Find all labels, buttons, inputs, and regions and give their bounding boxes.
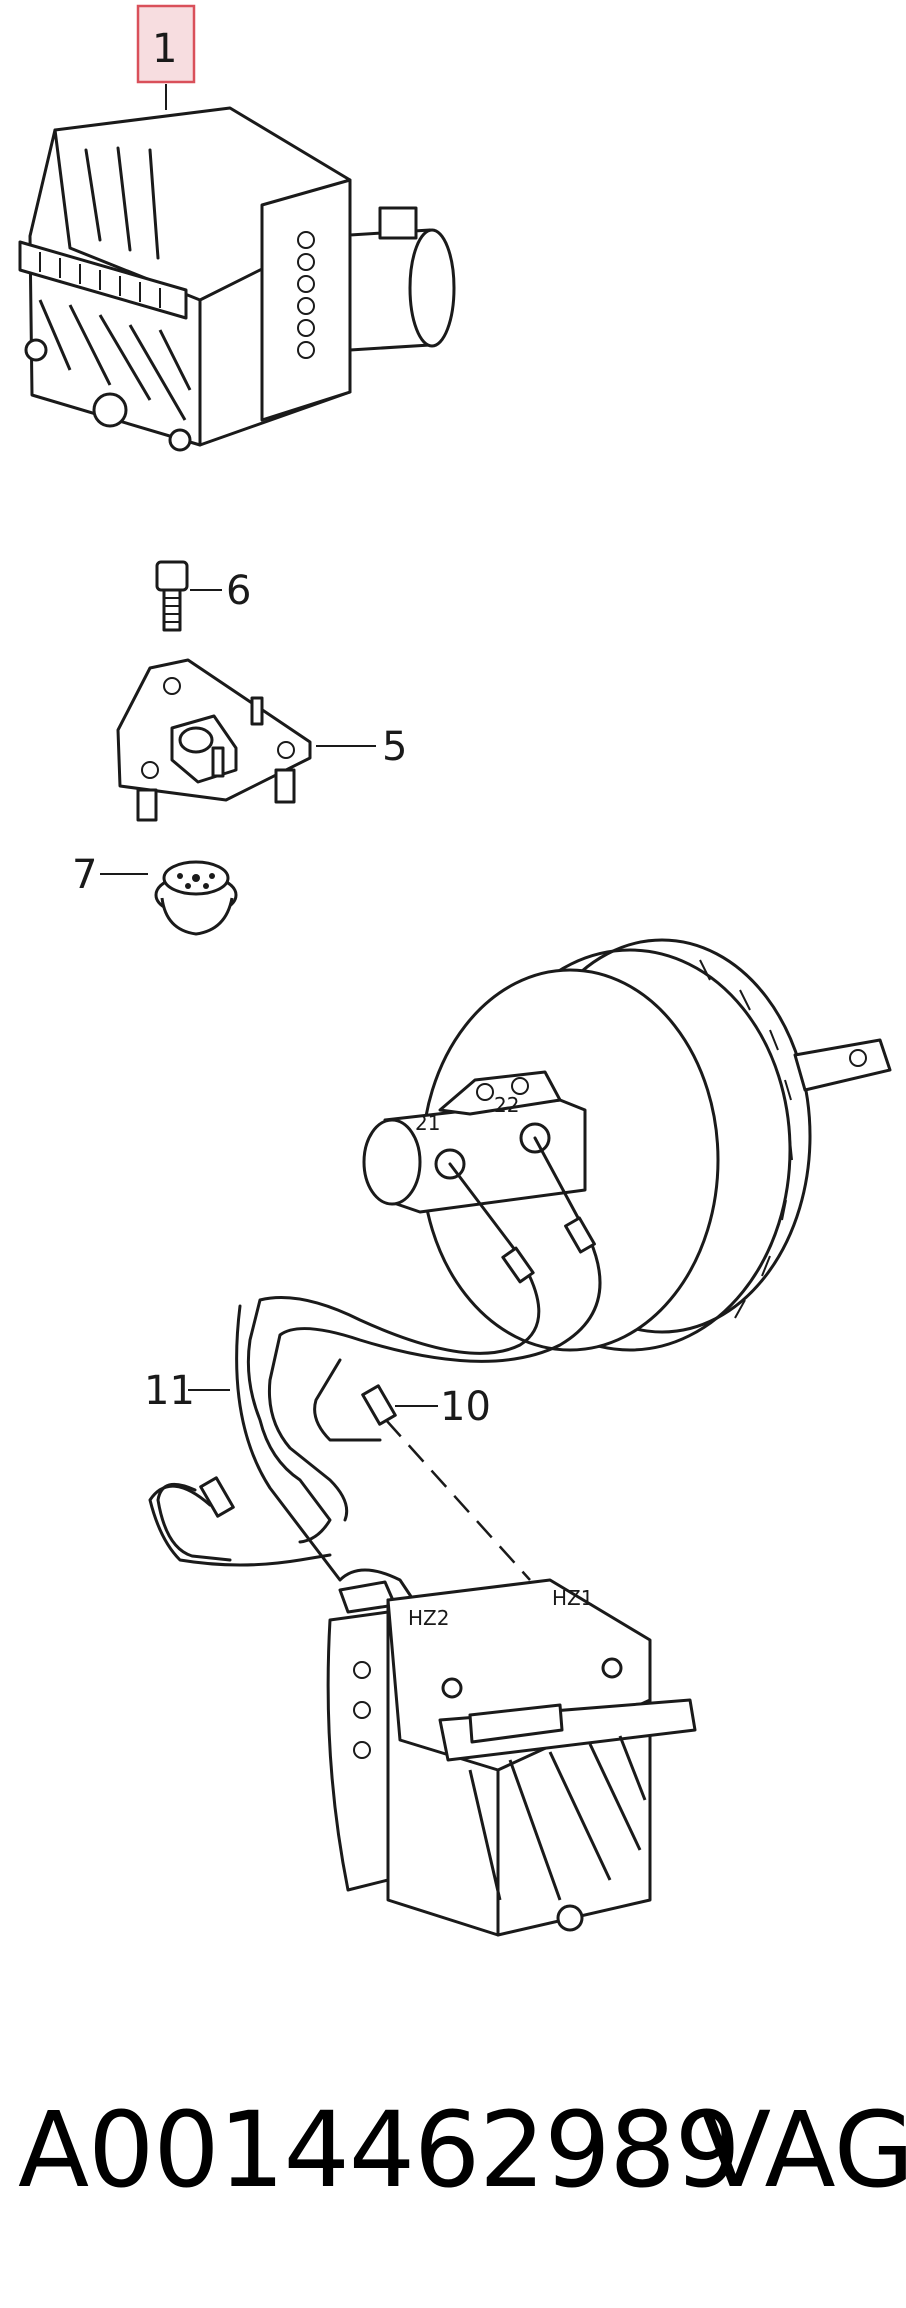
part-number: A0014462989 <box>18 2089 741 2211</box>
part-10-fitting: 10 <box>361 1384 491 1430</box>
callout-1-highlight <box>136 4 196 84</box>
callout-6-label: 6 <box>226 568 251 614</box>
hz2-label: HZ2 <box>408 1606 449 1630</box>
part-1-hatching <box>38 299 192 421</box>
part-5-bracket: 5 <box>116 658 407 822</box>
callout-22-label: 22 <box>494 1093 519 1117</box>
callout-10-label: 10 <box>440 1384 491 1430</box>
callout-21-label: 21 <box>415 1111 440 1135</box>
lower-unit-hatching <box>468 1735 647 1901</box>
part-6-bolt: 6 <box>155 560 251 632</box>
hz1-label: HZ1 <box>552 1586 593 1610</box>
hydraulic-unit-lower: HZ2 HZ1 <box>326 1578 697 1937</box>
callout-5-label: 5 <box>382 724 407 770</box>
callout-1-label: 1 <box>152 26 177 72</box>
brake-booster-assembly: 21 22 <box>362 938 892 1352</box>
callout-7-label: 7 <box>72 852 97 898</box>
part-1-abs-unit: 1 <box>18 4 456 452</box>
part-7-rubber-mount: 7 <box>72 852 238 936</box>
part-11-brake-lines: 10 11 <box>144 1136 602 1612</box>
brand-label: VAG <box>700 2089 906 2211</box>
callout-11-label: 11 <box>144 1368 195 1414</box>
